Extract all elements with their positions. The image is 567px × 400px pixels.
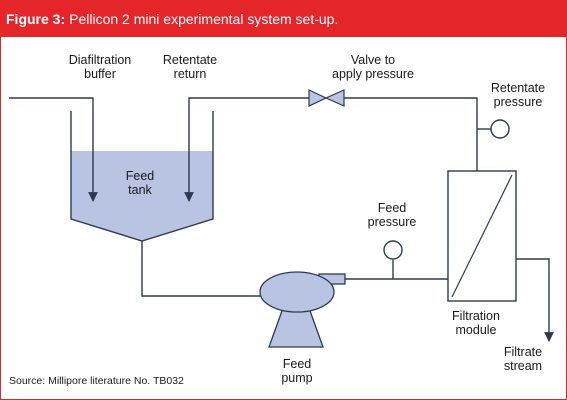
retentate-pressure-label: Retentate pressure [490,81,546,109]
filtrate-stream-pipe [516,258,554,342]
tank-outlet-pipe [141,241,261,297]
diafiltration-buffer-pipe [9,97,98,202]
diafiltration-buffer-label: Diafiltration buffer [68,53,132,81]
valve-label: Valve to apply pressure [332,53,414,81]
feed-tank-label: Feed tank [125,169,155,197]
source-note: Source: Millipore literature No. TB032 [9,375,184,387]
filtration-module-label: Filtration module [452,309,500,337]
feed-pressure-gauge-icon [383,240,403,260]
retentate-return-label: Retentate return [162,53,218,81]
feed-pump-label: Feed pump [281,357,313,385]
feed-pump-icon [259,271,335,313]
figure-header: Figure 3:Pellicon 2 mini experimental sy… [1,1,566,37]
feed-pump-base-icon [268,307,324,348]
feed-tank-liquid [71,151,213,241]
filtrate-stream-label: Filtrate stream [503,345,543,373]
retentate-pressure-gauge-icon [490,119,510,139]
valve-icon [308,89,345,107]
figure-label: Figure 3: [6,11,66,27]
retentate-return-pipe [189,97,478,201]
membrane-line [451,174,513,298]
figure-title: Pellicon 2 mini experimental system set-… [69,11,339,27]
feed-pressure-label: Feed pressure [367,201,417,229]
